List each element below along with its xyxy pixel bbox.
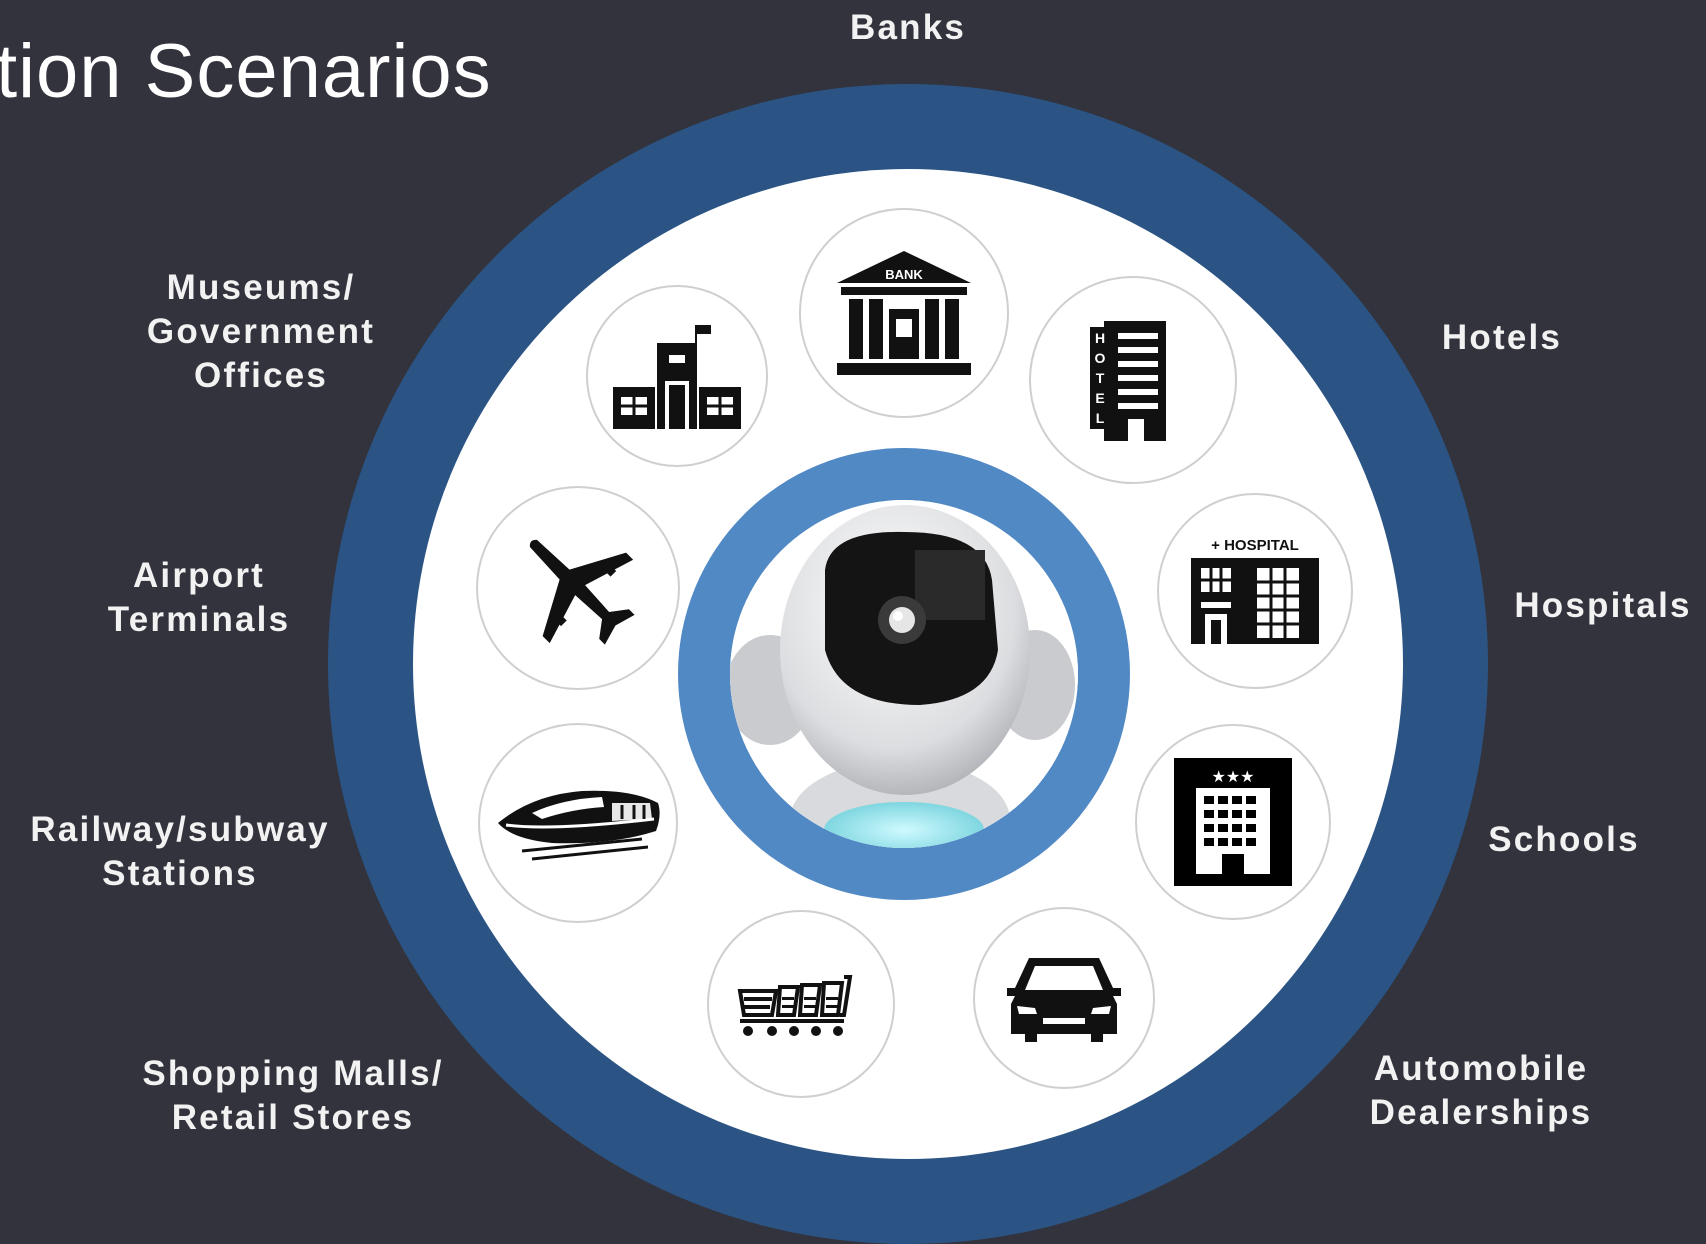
hospital-icon-circle: + HOSPITAL [1157, 493, 1353, 689]
train-icon-circle [478, 723, 678, 923]
government-building-icon [613, 325, 741, 429]
label-hotels: Hotels [1441, 318, 1563, 357]
label-shopping-line1: Shopping Malls/ [142, 1054, 444, 1093]
car-icon [1007, 958, 1121, 1042]
label-shopping-line2: Retail Stores [171, 1098, 415, 1137]
label-banks: Banks [849, 8, 967, 47]
train-icon [498, 790, 660, 861]
hospital-icon: + HOSPITAL [1191, 537, 1319, 644]
government-icon-circle [586, 285, 768, 467]
svg-text:L: L [1096, 410, 1105, 426]
shopping-cart-icon [737, 975, 853, 1036]
label-airport-line1: Airport [132, 556, 266, 595]
svg-text:T: T [1096, 370, 1105, 386]
label-museums: Museums/ Government Offices [147, 266, 375, 398]
label-museums-line2: Government [146, 312, 376, 351]
label-railway: Railway/subway Stations [30, 808, 329, 896]
label-automobile-line2: Dealerships [1369, 1093, 1593, 1132]
label-museums-line3: Offices [193, 356, 329, 395]
label-shopping: Shopping Malls/ Retail Stores [142, 1052, 443, 1140]
label-schools: Schools [1488, 820, 1640, 859]
robot-image [730, 500, 1078, 848]
school-icon-circle: ★★★ [1135, 724, 1331, 920]
label-airport-line2: Terminals [107, 600, 291, 639]
school-stars-text: ★★★ [1211, 767, 1254, 786]
bank-icon-circle: BANK [799, 208, 1009, 418]
page-title: tion Scenarios [0, 29, 492, 114]
hospital-sign-text: + HOSPITAL [1211, 537, 1299, 554]
label-automobile: Automobile Dealerships [1370, 1047, 1593, 1135]
bank-icon: BANK [837, 251, 971, 375]
label-railway-line1: Railway/subway [30, 810, 330, 849]
svg-text:O: O [1095, 350, 1106, 366]
shopping-icon-circle [707, 910, 895, 1098]
svg-text:H: H [1095, 330, 1105, 346]
label-automobile-line1: Automobile [1373, 1049, 1589, 1088]
car-icon-circle [973, 907, 1155, 1089]
label-airport: Airport Terminals [108, 554, 291, 642]
airplane-icon [529, 539, 635, 645]
label-museums-line1: Museums/ [166, 268, 356, 307]
school-icon: ★★★ [1174, 758, 1292, 886]
label-hospitals: Hospitals [1514, 586, 1692, 625]
svg-text:E: E [1095, 390, 1104, 406]
airport-icon-circle [476, 486, 680, 690]
label-railway-line2: Stations [102, 854, 258, 893]
bank-sign-text: BANK [885, 267, 923, 282]
robot-icon [730, 500, 1078, 848]
